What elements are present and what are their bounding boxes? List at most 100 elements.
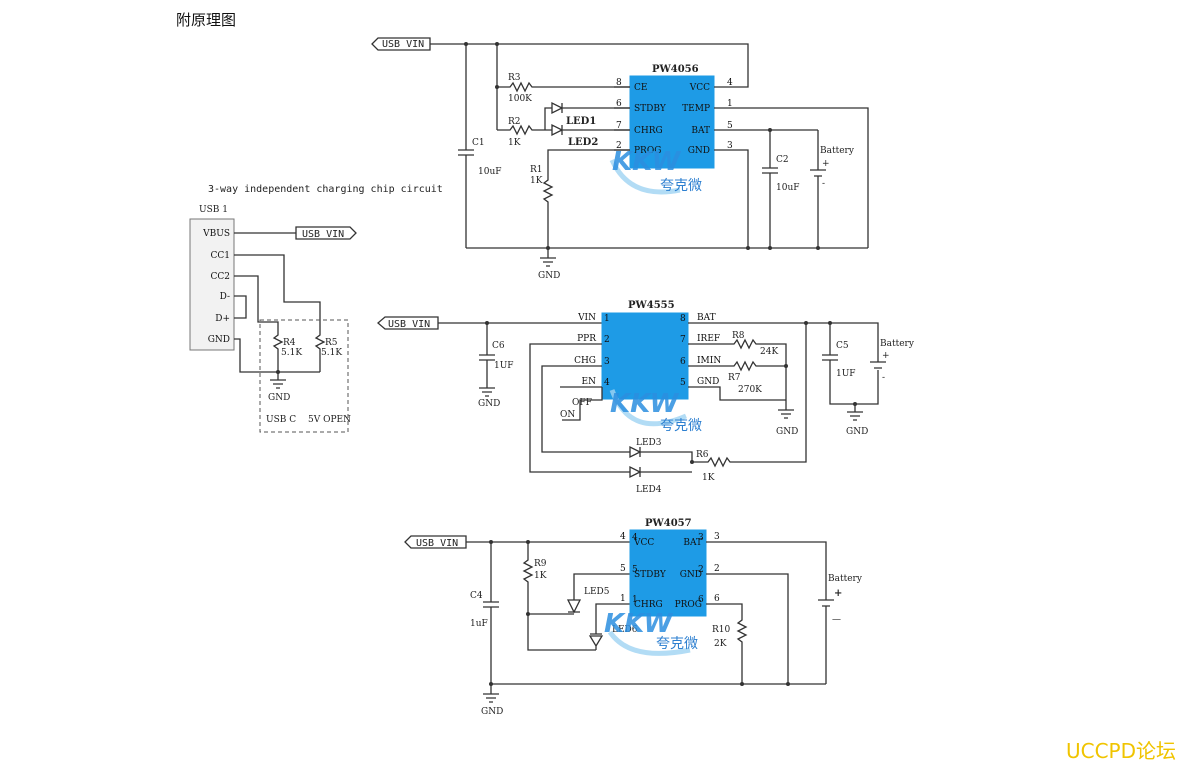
c5-ref: C5 [836, 341, 849, 351]
r9-value: 1K [534, 571, 547, 581]
battery3-minus: — [832, 615, 841, 625]
led3-label: LED3 [636, 438, 662, 448]
pw4555-ext-label: PPR [577, 334, 596, 344]
r2-ref: R2 [508, 117, 521, 127]
ic-pw4056-name: PW4056 [652, 64, 699, 75]
c3-net-label-text: USB VIN [416, 538, 458, 549]
pw4056-pin-num: 2 [616, 141, 622, 151]
c1-value: 10uF [478, 167, 502, 177]
pw4555-ext-label: CHG [574, 356, 596, 366]
r4-value: 5.1K [281, 348, 302, 358]
c2-net-label-text: USB VIN [388, 319, 430, 330]
pw4057-pin-num: 5 [632, 565, 638, 575]
pw4057-pin-num: 3 [698, 533, 704, 543]
usb1-ref: USB 1 [199, 205, 228, 215]
pw4057-pin-num: 4 [620, 532, 626, 542]
pw4555-ext-label: BAT [697, 313, 716, 323]
r4-ref: R4 [283, 338, 296, 348]
led1-label: LED1 [566, 116, 596, 127]
r8-ref: R8 [732, 331, 745, 341]
pw4057-pin-name: VCC [633, 538, 654, 548]
usb-pin-label: CC2 [211, 272, 231, 282]
usbc-gnd-label: GND [268, 393, 290, 403]
net-label-usb-vin-2 [295, 226, 357, 240]
watermark-text-3: 夸克微 [656, 636, 698, 652]
usbc-dashed-box [259, 319, 349, 433]
usb-pin-label: D+ [215, 314, 230, 324]
pw4057-pin-num: 6 [714, 594, 720, 604]
c2-ref: C2 [776, 155, 789, 165]
c1-ref: C1 [472, 138, 485, 148]
pw4555-pin-num: 8 [680, 314, 686, 324]
r1-ref: R1 [530, 165, 543, 175]
pw4056-pin-num: 8 [616, 78, 622, 88]
ic-pw4057-name: PW4057 [645, 518, 692, 529]
circuit-pw4555: USB VIN C6 1UF GND PW4555 12348765VINPPR… [377, 300, 915, 495]
pw4555-pin-num: 3 [604, 357, 610, 367]
watermark-text-2: 夸克微 [660, 418, 702, 434]
battery2-plus: + [882, 351, 890, 361]
net-label-text: USB VIN [382, 39, 424, 50]
usb-pin-label: CC1 [211, 251, 231, 261]
usb-connector-body [189, 218, 235, 351]
r1-value: 1K [530, 176, 543, 186]
r3-ref: R3 [508, 73, 521, 83]
pw4056-pin-name: STDBY [634, 104, 667, 114]
pw4057-pin-num: 1 [632, 595, 638, 605]
gnd3-label: GND [776, 427, 798, 437]
watermark-logo-1: KKW [612, 147, 682, 177]
pw4555-pin-num: 6 [680, 357, 686, 367]
circuit-usb-c: 3-way independent charging chip circuit … [189, 184, 443, 433]
pw4057-pin-num: 4 [632, 533, 638, 543]
watermark-logo-3: KKW [604, 609, 674, 639]
usbc-open-label: 5V OPEN [308, 415, 351, 425]
usbc-net-label-text: USB VIN [302, 229, 344, 240]
r5-value: 5.1K [321, 348, 342, 358]
circuit-pw4056: USB VIN C1 10uF R3 100K R2 1K LED1 LED2 … [371, 37, 869, 281]
pw4555-pin-num: 4 [604, 378, 610, 388]
pw4057-pin-name: GND [680, 570, 702, 580]
pw4056-pin-num: 4 [727, 78, 733, 88]
battery1-plus: + [822, 159, 830, 169]
pw4056-pin-num: 3 [727, 141, 733, 151]
r9-ref: R9 [534, 559, 547, 569]
pw4056-pin-name: CHRG [634, 126, 663, 136]
led6-label: LED6 [612, 625, 638, 635]
pw4057-pin-num: 3 [714, 532, 720, 542]
circuit-pw4057: USB VIN C4 1uF GND R9 1K LED5 LED6 PW405… [404, 518, 863, 717]
pw4555-ext-label: VIN [577, 313, 596, 323]
c6-value: 1UF [494, 361, 514, 371]
battery1-minus: - [822, 179, 825, 189]
r7-value: 270K [738, 385, 762, 395]
r7-ref: R7 [728, 373, 741, 383]
pw4555-pin-num: 7 [680, 335, 686, 345]
forum-watermark: UCCPD论坛 [1065, 739, 1176, 763]
led4-label: LED4 [636, 485, 662, 495]
usb-pin-label: VBUS [202, 229, 230, 239]
pw4555-pin-num: 1 [604, 314, 610, 324]
usb-pin-label: D- [220, 292, 230, 302]
pw4056-pin-name: BAT [691, 126, 710, 136]
led2-label: LED2 [568, 137, 598, 148]
pw4057-pin-num: 5 [620, 564, 626, 574]
pw4056-pin-name: CE [634, 83, 647, 93]
c5-value: 1UF [836, 369, 856, 379]
pw4555-ext-label: IREF [697, 334, 720, 344]
pw4056-pin-num: 7 [616, 121, 622, 131]
c2-value: 10uF [776, 183, 800, 193]
r2-value: 1K [508, 138, 521, 148]
pw4056-pin-name: VCC [689, 83, 710, 93]
off-label: OFF [572, 398, 592, 408]
pw4555-pin-num: 5 [680, 378, 686, 388]
pw4056-pin-name: PROG [634, 146, 661, 156]
usbc-caption: 3-way independent charging chip circuit [208, 184, 443, 195]
r3-value: 100K [508, 94, 532, 104]
r8-value: 24K [760, 347, 778, 357]
pw4056-pin-name: TEMP [682, 104, 710, 114]
c4-value: 1uF [470, 619, 488, 629]
pw4056-pin-num: 1 [727, 99, 733, 109]
battery2-label: Battery [880, 339, 915, 349]
gnd2-label: GND [478, 399, 500, 409]
gnd5-label: GND [481, 707, 503, 717]
